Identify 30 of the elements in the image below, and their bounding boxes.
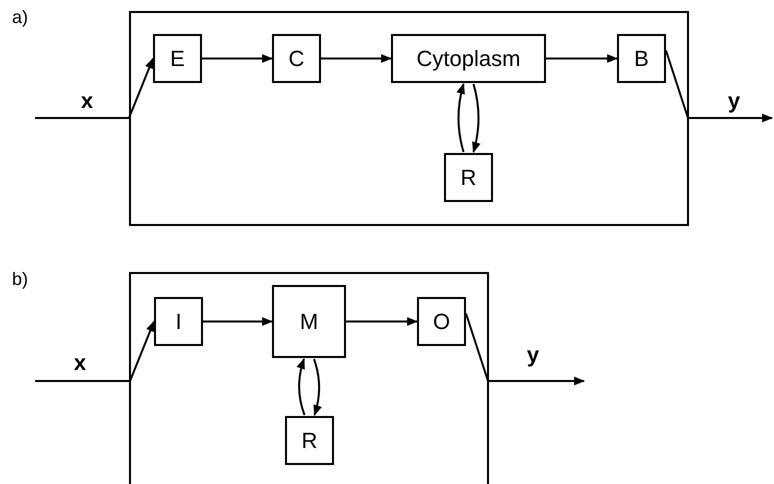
- arrow: [296, 358, 306, 416]
- edge-label: y: [526, 344, 540, 366]
- edge-label: y: [728, 90, 740, 112]
- arrow: [665, 50, 774, 122]
- arrow: [472, 84, 480, 154]
- process-box: C: [272, 34, 321, 83]
- process-box: R: [285, 416, 334, 465]
- arrow: [313, 358, 322, 416]
- edge-label: x: [74, 352, 86, 374]
- panel-label: a): [12, 8, 28, 26]
- process-box: B: [617, 34, 666, 83]
- process-box: Cytoplasm: [391, 34, 546, 83]
- system-box: [129, 272, 489, 484]
- arrow: [346, 317, 418, 326]
- panel-label: b): [12, 270, 28, 288]
- arrow: [35, 320, 155, 382]
- process-box: R: [444, 153, 493, 202]
- arrow: [546, 54, 618, 63]
- arrow: [456, 82, 466, 152]
- arrow: [203, 317, 274, 326]
- process-box: O: [417, 297, 466, 346]
- edge-label: x: [80, 90, 94, 112]
- arrow: [202, 54, 274, 63]
- process-box: I: [154, 297, 203, 346]
- arrow: [35, 57, 154, 119]
- process-box: M: [272, 285, 346, 358]
- arrow: [465, 313, 586, 386]
- process-box: E: [153, 34, 202, 83]
- arrow: [321, 54, 392, 63]
- system-box: [129, 11, 689, 226]
